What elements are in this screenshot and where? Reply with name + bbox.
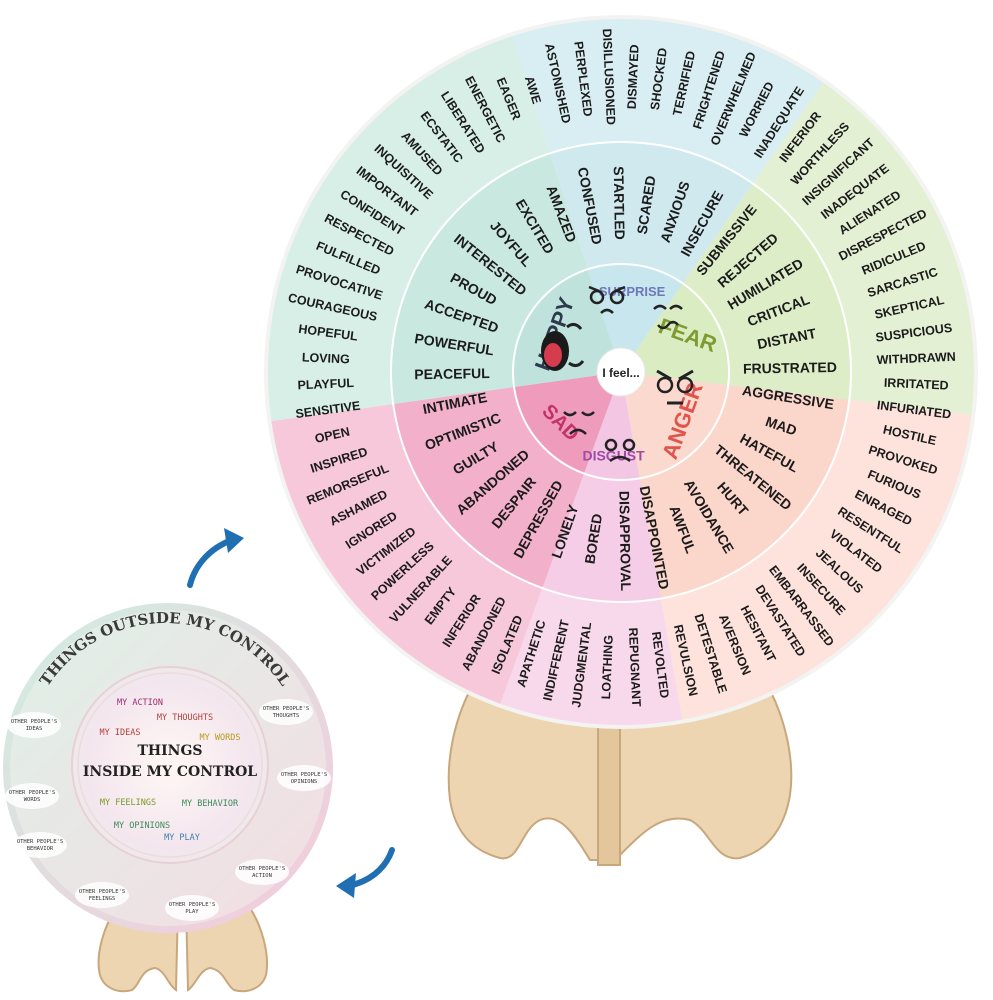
outer-emotion-label: REPUGNANT — [626, 627, 643, 707]
outer-emotion-label: WITHDRAWN — [876, 350, 956, 367]
center-label: I feel... — [602, 366, 639, 380]
inner-title-line-1: THINGS — [137, 743, 202, 759]
cloud-icon — [13, 832, 67, 858]
arrow-up-icon — [187, 528, 244, 588]
cloud-icon — [5, 783, 59, 809]
sad-face-icon — [563, 411, 595, 435]
inside-item: MY OPINIONS — [114, 821, 170, 831]
inside-item: MY IDEAS — [100, 728, 141, 738]
outer-emotion-label: DISMAYED — [625, 44, 642, 109]
middle-sector — [542, 473, 661, 602]
inner-title-line-2: INSIDE MY CONTROL — [83, 764, 257, 780]
middle-sector — [682, 183, 851, 401]
wheel-stand — [447, 679, 793, 866]
middle-sector — [639, 385, 850, 599]
core-sector — [514, 372, 621, 474]
outer-sector — [271, 404, 543, 704]
core-sector — [584, 372, 640, 480]
outer-sector — [752, 82, 974, 416]
middle-emotion-label: FRUSTRATED — [743, 359, 837, 377]
cloud-icon — [235, 859, 289, 885]
middle-emotion-label: BORED — [581, 512, 605, 564]
arrow-down-icon — [336, 847, 395, 898]
cloud-icon — [277, 765, 331, 791]
wheel-rings — [390, 141, 852, 603]
middle-sector — [393, 387, 585, 589]
outer-emotion-label: PLAYFUL — [297, 376, 354, 392]
ring-divider — [512, 263, 730, 481]
cloud-icon — [259, 699, 313, 725]
outer-sector — [267, 36, 550, 422]
inside-item: MY FEELINGS — [100, 798, 156, 808]
cloud-icon — [75, 882, 129, 908]
feelings-wheel: SURPRISEFEARANGERDISGUSTSADHAPPY EXCITED… — [264, 15, 978, 729]
outer-sector — [511, 19, 824, 184]
core-emotion-surprise: SURPRISE — [599, 284, 666, 299]
outer-emotion-label: IRRITATED — [884, 376, 949, 393]
inside-item: MY ACTION — [117, 698, 163, 708]
inside-item: MY PLAY — [164, 833, 200, 843]
inside-item: MY WORDS — [200, 733, 241, 743]
control-board: THINGS OUTSIDE MY CONTROL THINGS INSIDE … — [3, 603, 333, 933]
middle-sector — [549, 141, 753, 284]
middle-sector — [391, 153, 588, 405]
outer-emotion-label: LOVING — [302, 350, 350, 366]
middle-emotion-label: PEACEFUL — [414, 365, 490, 382]
outer-sector — [660, 400, 972, 720]
core-sector — [621, 283, 730, 386]
core-sector — [621, 372, 729, 479]
surprise-face-icon — [588, 285, 626, 314]
cloud-icon — [7, 712, 61, 738]
inside-item: MY THOUGHTS — [157, 713, 213, 723]
center-badge: I feel... — [596, 347, 646, 397]
outer-emotion-label: DISILLUSIONED — [600, 28, 618, 125]
happy-face-icon — [541, 322, 585, 371]
fear-face-icon — [653, 304, 683, 330]
outer-sector — [500, 588, 683, 726]
ring-divider — [390, 141, 852, 603]
cloud-icon — [165, 895, 219, 921]
middle-emotion-label: STARTLED — [611, 166, 628, 240]
core-sector — [587, 264, 683, 372]
anger-face-icon — [656, 369, 694, 405]
outer-emotion-label: LOATHING — [599, 635, 616, 700]
middle-emotion-label: DISAPPROVAL — [616, 491, 634, 592]
disgust-face-icon — [604, 438, 636, 463]
inside-item: MY BEHAVIOR — [182, 799, 239, 809]
core-sector — [512, 269, 621, 388]
inside-items: MY ACTION MY THOUGHTS MY IDEAS MY WORDS MY F… — [100, 698, 241, 843]
